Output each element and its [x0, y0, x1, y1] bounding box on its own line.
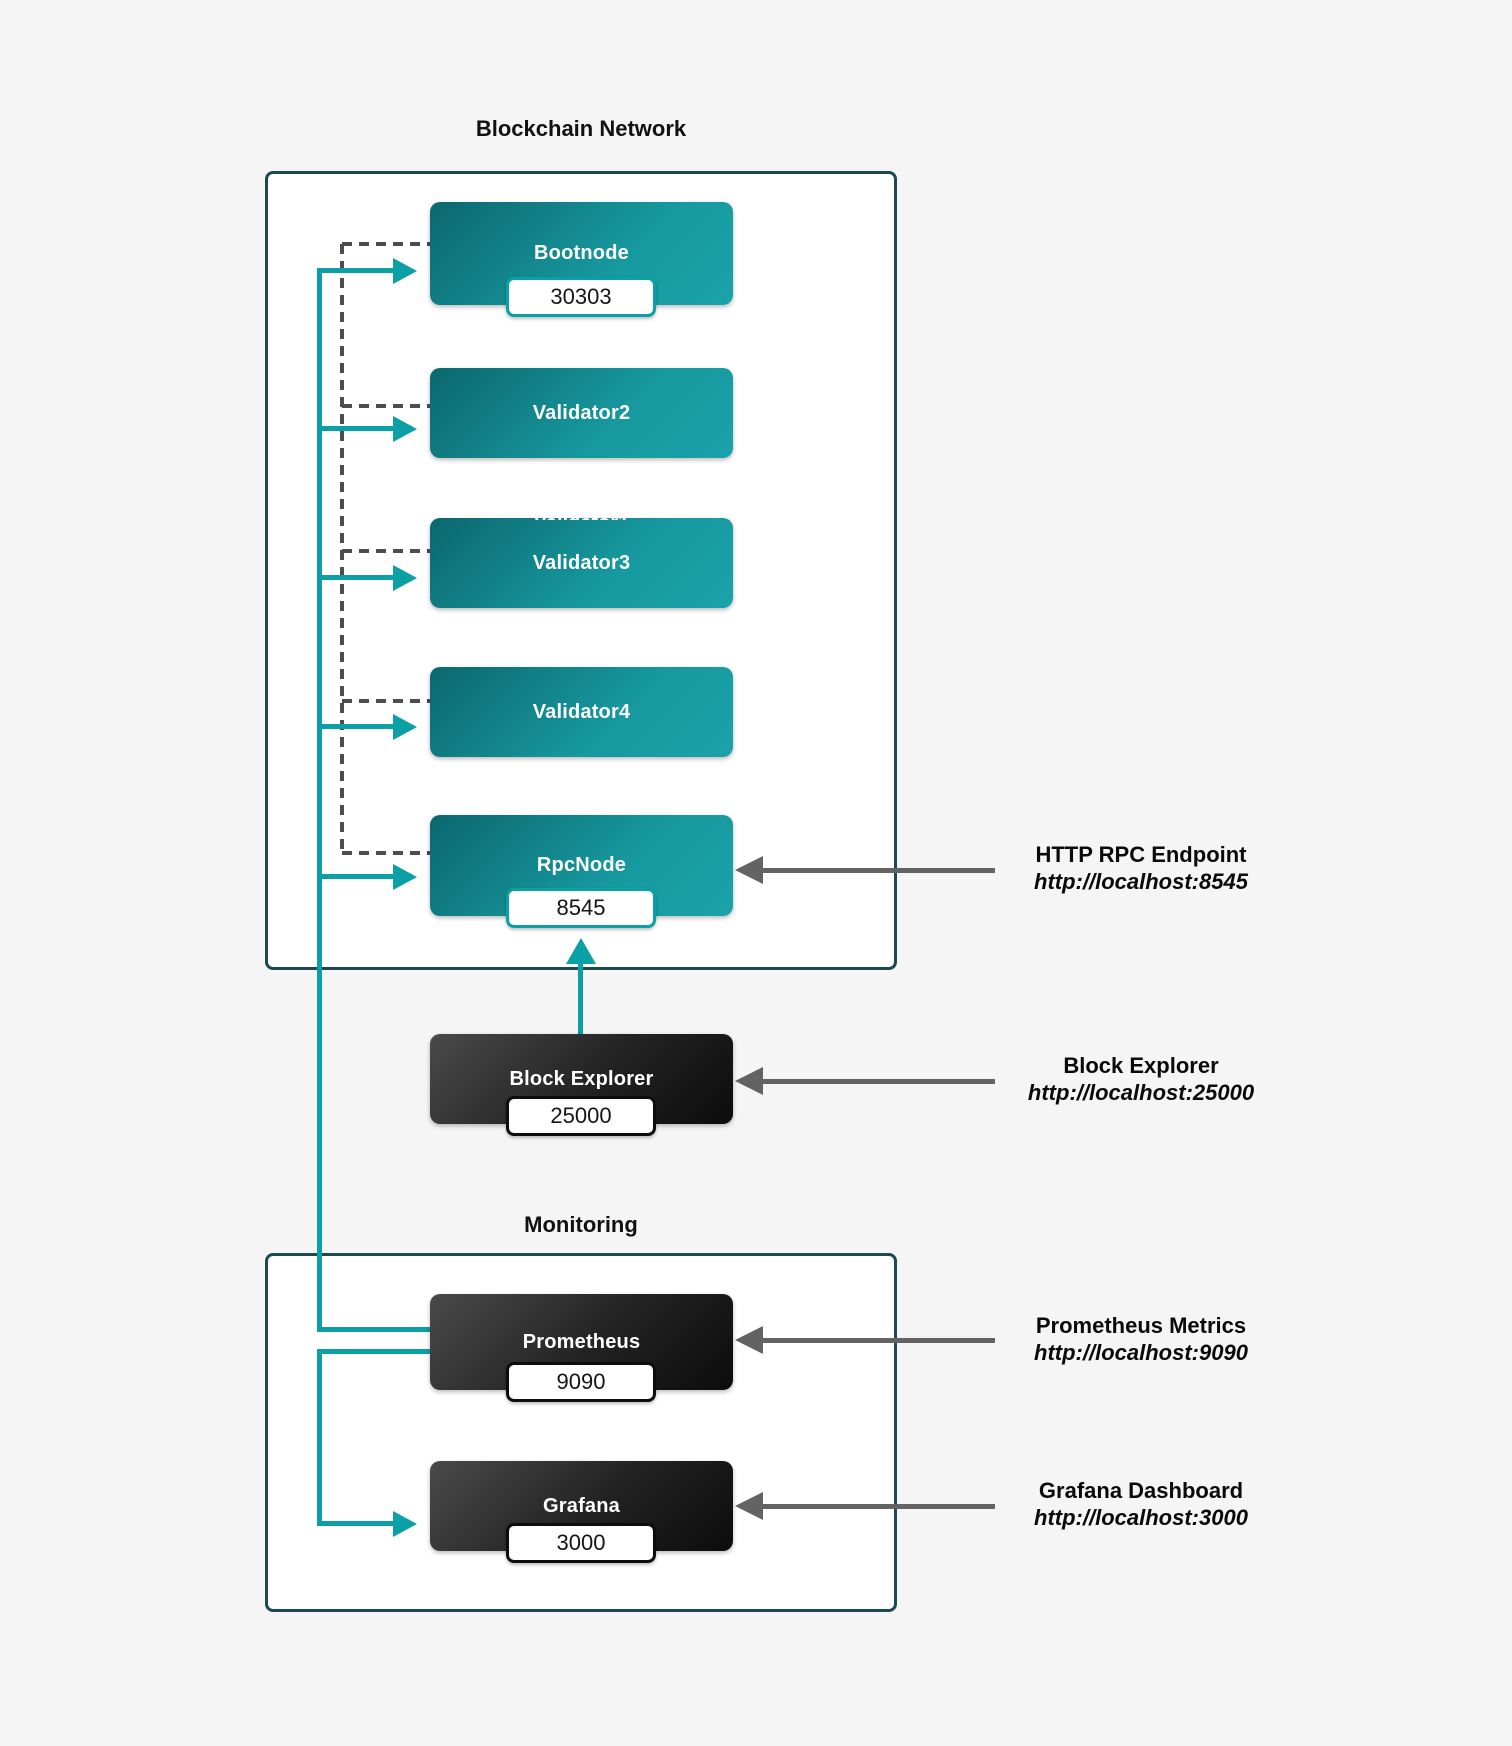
flow-branch-grafana: [317, 1521, 397, 1526]
port-badge-bootnode: 30303: [506, 277, 656, 317]
annotation-prometheus-title: Prometheus Metrics: [1035, 1313, 1247, 1338]
peer-dashed-vertical-line: [340, 244, 344, 853]
peer-dashed-link-validator2: [342, 404, 430, 408]
arrowhead-into-grafana-icon: [393, 1511, 417, 1537]
flow-line-prometheus-out: [317, 1349, 430, 1354]
port-badge-block-explorer: 25000: [506, 1096, 656, 1136]
node-validator4: Validator4: [430, 667, 733, 757]
flow-branch-rpcnode: [317, 874, 397, 879]
annotation-arrow-grafana: [763, 1504, 995, 1509]
monitoring-title: Monitoring: [524, 1212, 638, 1237]
flow-branch-bootnode: [317, 268, 397, 273]
arrowhead-up-into-rpcnode-icon: [566, 938, 596, 964]
node-grafana-label: Grafana: [543, 1494, 620, 1517]
arrowhead-into-validator2-icon: [393, 416, 417, 442]
flow-branch-validator4: [317, 724, 397, 729]
annotation-arrow-rpc: [763, 868, 995, 873]
arrowhead-into-rpcnode-icon: [393, 864, 417, 890]
peer-dashed-link-validator4: [342, 699, 430, 703]
blockchain-network-title: Blockchain Network: [475, 116, 687, 141]
arrowhead-into-validator3-icon: [393, 565, 417, 591]
annotation-arrowhead-grafana-icon: [735, 1492, 763, 1520]
node-validator2: Validator2: [430, 368, 733, 458]
port-badge-rpcnode: 8545: [506, 888, 656, 928]
annotation-rpc-endpoint-title: HTTP RPC Endpoint: [1035, 842, 1247, 867]
flow-trunk-vertical-line: [317, 268, 322, 1330]
node-prometheus-label: Prometheus: [522, 1330, 641, 1353]
annotation-grafana-title: Grafana Dashboard: [1038, 1478, 1244, 1503]
annotation-block-explorer-url: http://localhost:25000: [1027, 1080, 1255, 1105]
annotation-arrow-prometheus: [763, 1338, 995, 1343]
peer-dashed-link-validator3: [342, 549, 430, 553]
annotation-arrowhead-rpc-icon: [735, 856, 763, 884]
node-validator3-label: Validator3: [532, 551, 631, 574]
annotation-block-explorer-title: Block Explorer: [1063, 1053, 1219, 1078]
port-badge-grafana: 3000: [506, 1523, 656, 1563]
annotation-prometheus: Prometheus Metrics http://localhost:9090: [1006, 1312, 1276, 1366]
peer-dashed-link-rpcnode: [342, 851, 430, 855]
flow-branch-validator2: [317, 426, 397, 431]
annotation-arrow-blockexplorer: [763, 1079, 995, 1084]
annotation-arrowhead-blockexplorer-icon: [735, 1067, 763, 1095]
annotation-arrowhead-prometheus-icon: [735, 1326, 763, 1354]
flow-line-prometheus-to-grafana-vertical: [317, 1349, 322, 1526]
annotation-block-explorer: Block Explorer http://localhost:25000: [1006, 1052, 1276, 1106]
annotation-rpc-endpoint: HTTP RPC Endpoint http://localhost:8545: [1006, 841, 1276, 895]
node-validator2-label: Validator2: [532, 401, 631, 424]
arrowhead-into-bootnode-icon: [393, 258, 417, 284]
node-validator4-label: Validator4: [532, 700, 631, 723]
flow-line-into-prometheus: [317, 1327, 430, 1332]
node-rpcnode-label: RpcNode: [536, 854, 627, 876]
annotation-prometheus-url: http://localhost:9090: [1034, 1340, 1248, 1365]
flow-branch-validator3: [317, 575, 397, 580]
flow-line-blockexplorer-to-rpcnode: [578, 962, 583, 1038]
node-validator3: Validator3: [430, 518, 733, 608]
peer-dashed-link-bootnode: [342, 242, 430, 246]
annotation-grafana: Grafana Dashboard http://localhost:3000: [1006, 1477, 1276, 1531]
arrowhead-into-validator4-icon: [393, 714, 417, 740]
annotation-rpc-endpoint-url: http://localhost:8545: [1034, 869, 1248, 894]
hidden-validator1-label-artifact: Validator1: [430, 511, 733, 520]
port-badge-prometheus: 9090: [506, 1362, 656, 1402]
node-block-explorer-label: Block Explorer: [509, 1067, 654, 1090]
node-bootnode-label: Bootnode: [534, 242, 629, 264]
annotation-grafana-url: http://localhost:3000: [1034, 1505, 1248, 1530]
